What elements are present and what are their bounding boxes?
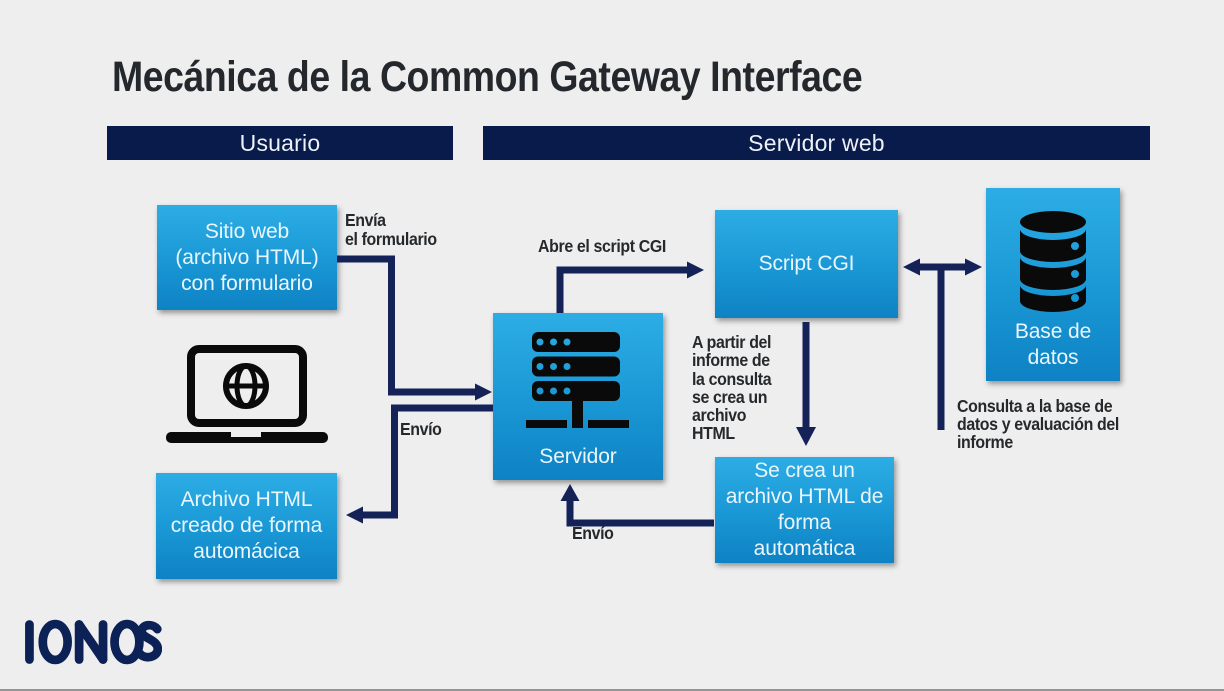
header-servidor-web-label: Servidor web [748, 129, 885, 156]
header-usuario-label: Usuario [239, 129, 321, 156]
label-abre-script-cgi: Abre el script CGI [538, 236, 666, 256]
database-cylinder-icon [1020, 211, 1086, 312]
arrowhead-into-archivo [346, 506, 363, 524]
header-usuario: Usuario [107, 126, 453, 160]
label-envio-bottom: Envío [572, 523, 614, 543]
header-servidor-web: Servidor web [483, 126, 1150, 160]
arrowhead-into-servidor-bottom [560, 484, 580, 501]
arrowhead-into-servidor [475, 383, 492, 401]
arrowhead-toward-script [903, 258, 920, 276]
label-consulta-base-datos: Consulta a la base de datos y evaluación… [957, 396, 1119, 452]
node-se-crea-html: Se crea un archivo HTML de forma automát… [715, 457, 894, 563]
label-envia-formulario: Envía el formulario [345, 210, 437, 249]
arrow-abre-script [556, 266, 689, 313]
arrowhead-into-script [687, 261, 704, 279]
label-a-partir-del-informe: A partir del informe de la consulta se c… [692, 332, 772, 444]
server-rack-icon [526, 332, 629, 428]
node-base-de-datos-label: Base de datos [1014, 320, 1092, 369]
page-title: Mecánica de la Common Gateway Interface [112, 53, 863, 101]
arrow-envio-bottom [566, 499, 714, 527]
node-servidor: Servidor [493, 313, 663, 480]
node-script-cgi: Script CGI [715, 210, 898, 318]
label-envio-left: Envío [400, 419, 442, 439]
node-archivo-html: Archivo HTML creado de forma automácica [156, 473, 337, 579]
node-sitio-web: Sitio web (archivo HTML) con formulario [157, 205, 337, 310]
node-base-de-datos: Base de datos [986, 188, 1120, 381]
ionos-logo [25, 619, 162, 665]
laptop-globe-icon [166, 345, 328, 443]
arrowhead-toward-basedatos [965, 258, 982, 276]
node-servidor-label: Servidor [539, 445, 617, 468]
arrow-envia-formulario [337, 255, 477, 396]
arrowhead-into-secrea [796, 427, 816, 446]
